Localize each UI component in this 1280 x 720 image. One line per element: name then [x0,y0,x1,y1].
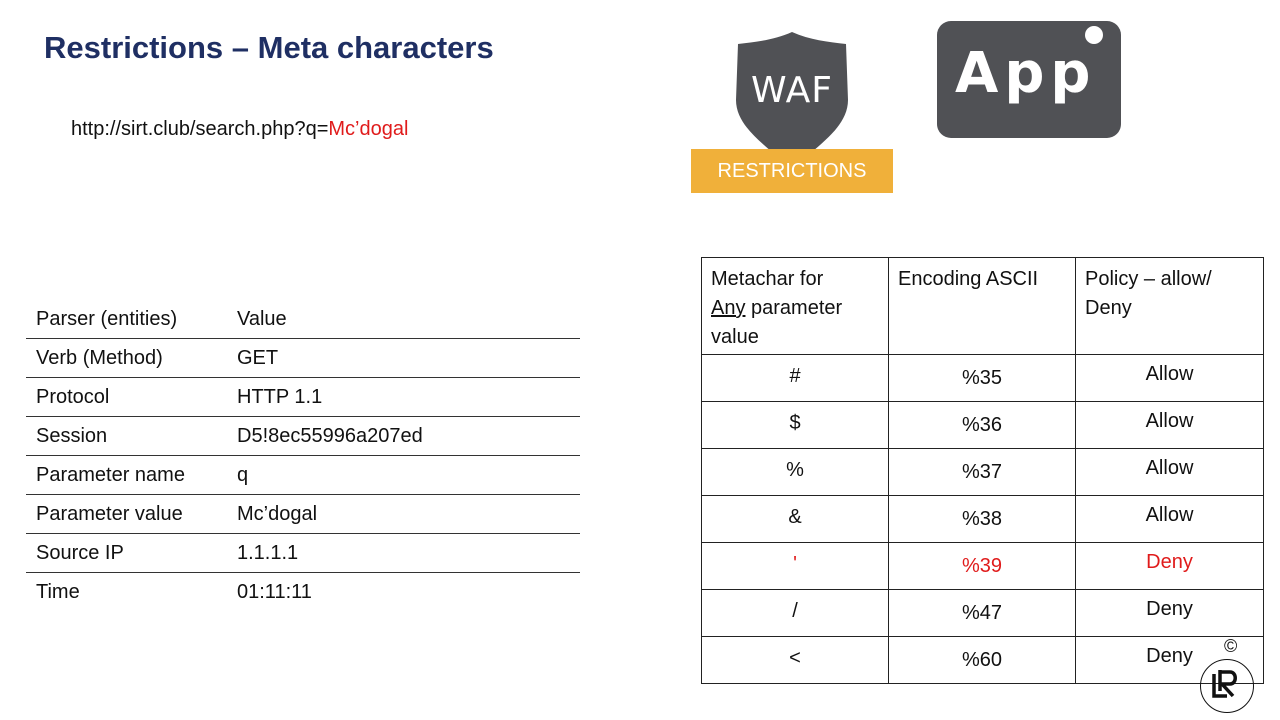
cell-policy: Deny [1075,542,1264,590]
cell-encoding: %35 [888,354,1076,402]
row-value: Value [237,308,287,330]
table-row: Protocol HTTP 1.1 [26,378,580,417]
cell-encoding: %37 [888,448,1076,496]
request-url: http://sirt.club/search.php?q=Mc’dogal [71,118,408,141]
app-label: App [955,41,1097,106]
row-value: D5!8ec55996a207ed [237,425,423,447]
cell-encoding: %38 [888,495,1076,543]
request-table: Parser (entities)Value Verb (Method)GET … [26,300,580,611]
table-row: Parameter name q [26,456,580,495]
cell-char: / [701,589,889,637]
cell-policy: Allow [1075,354,1264,402]
cell-char: $ [701,401,889,449]
waf-shield-icon [736,32,848,152]
table-row: Parameter value Mc’dogal [26,495,580,534]
url-param-value: Mc’dogal [328,118,409,140]
row-key: Parameter value [36,503,183,525]
table-row: Time 01:11:11 [26,573,580,611]
cell-policy: Allow [1075,495,1264,543]
table-row: Session D5!8ec55996a207ed [26,417,580,456]
cell-char: & [701,495,889,543]
table-row: Source IP 1.1.1.1 [26,534,580,573]
header-any: Any [711,297,746,319]
page-title: Restrictions – Meta characters [44,30,494,65]
url-prefix: http://sirt.club/search.php?q= [71,118,329,140]
cell-char: < [701,636,889,684]
row-value: Mc’dogal [237,503,318,525]
header-policy: Policy – allow/ Deny [1075,257,1264,355]
cell-char: ' [701,542,889,590]
cell-encoding: %36 [888,401,1076,449]
row-key: Session [36,425,108,447]
row-key: Protocol [36,386,110,408]
table-row: Parser (entities) Value [26,300,580,339]
header-metachar-text: Metachar for [711,268,824,290]
waf-label: WAF [751,70,833,111]
row-value: 01:11:11 [237,581,312,603]
app-dot-icon [1085,26,1103,44]
row-key: Parser (entities) [36,308,178,330]
cell-encoding: %39 [888,542,1076,590]
row-value: HTTP 1.1 [237,386,323,408]
row-key: Source IP [36,542,124,564]
cell-encoding: %60 [888,636,1076,684]
table-row: Verb (Method) GET [26,339,580,378]
row-key: Time [36,581,80,603]
cell-policy: Allow [1075,401,1264,449]
cell-encoding: %47 [888,589,1076,637]
row-value: q [237,464,249,486]
row-value: GET [237,347,279,369]
header-encoding: Encoding ASCII [888,257,1076,355]
header-metachar-rest: parameter value [711,297,843,348]
cell-char: # [701,354,889,402]
cell-char: % [701,448,889,496]
row-value: 1.1.1.1 [237,542,299,564]
cell-policy: Allow [1075,448,1264,496]
copyright-symbol: © [1224,636,1238,656]
row-key: Verb (Method) [36,347,163,369]
lr-logo-icon [1200,659,1254,713]
cell-policy: Deny [1075,589,1264,637]
row-key: Parameter name [36,464,185,486]
restrictions-banner: RESTRICTIONS [691,149,893,193]
